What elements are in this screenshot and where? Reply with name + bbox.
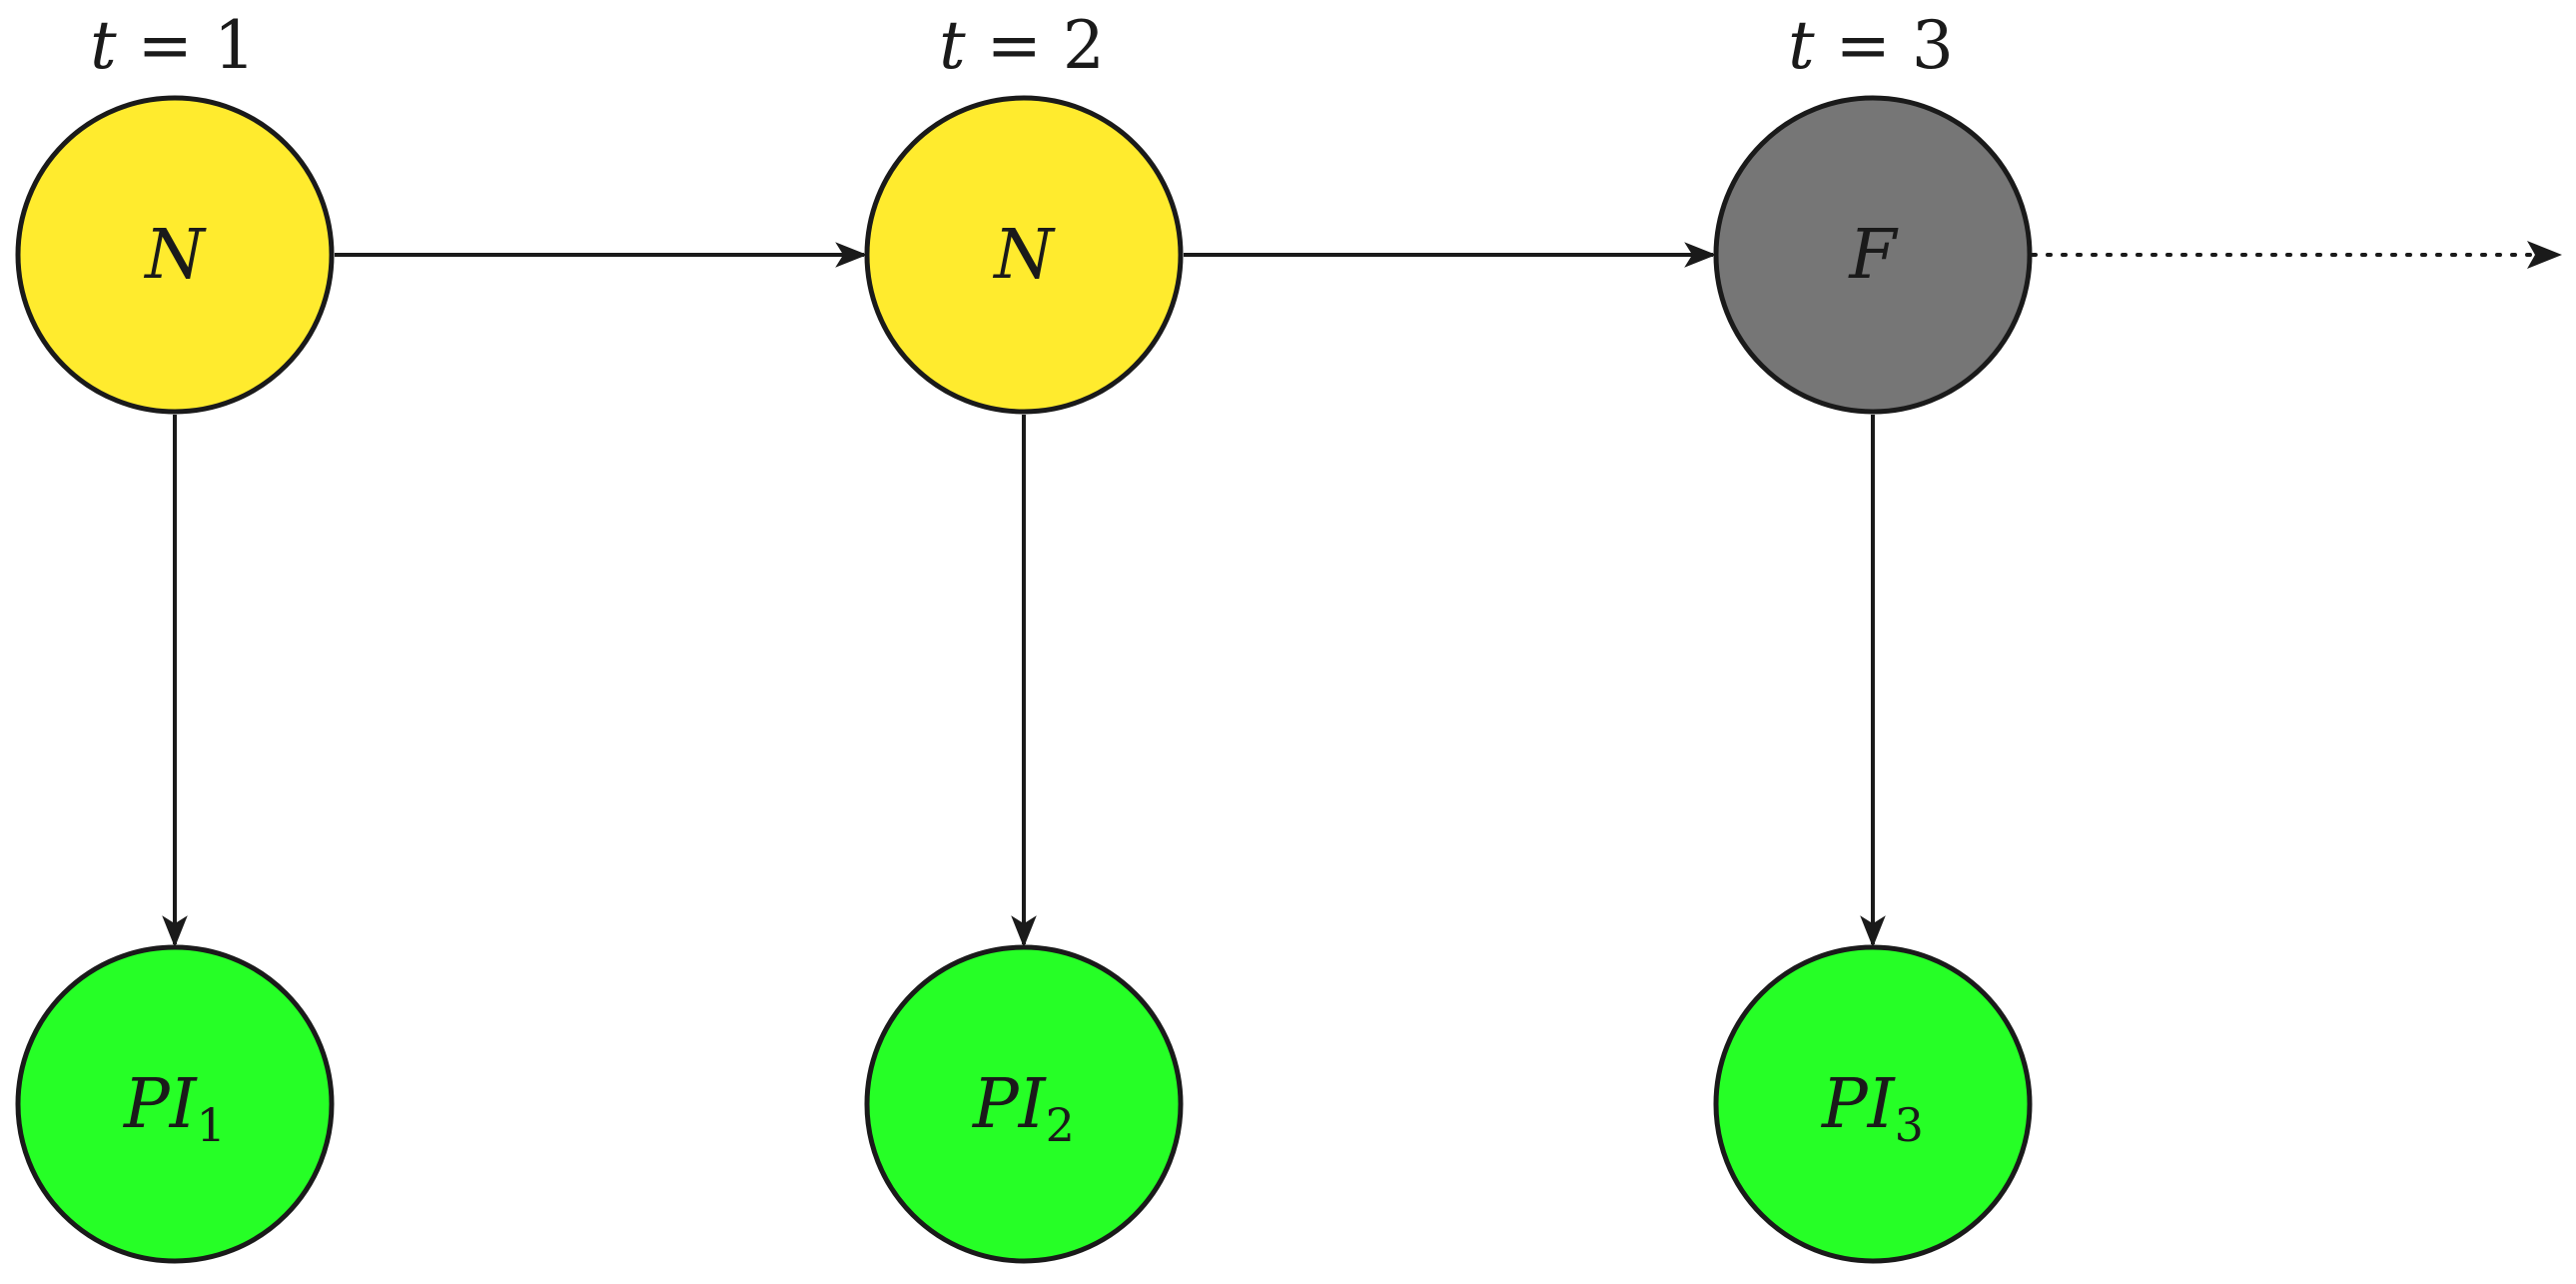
observation-node-1-label: PI1 [122,1065,226,1152]
state-nodes: N N F [15,95,2033,415]
observation-node-1-circle [15,944,335,1264]
observation-node-3-label: PI3 [1820,1065,1924,1152]
state-node-2-circle [864,95,1184,415]
state-node-3: F [1713,95,2033,415]
state-node-3-label: F [1847,216,1899,295]
observation-node-2: PI2 [864,944,1184,1264]
time-label-1: t = 1 [90,7,256,84]
observation-node-2-label: PI2 [971,1065,1075,1152]
state-node-1-circle [15,95,335,415]
observation-node-3: PI3 [1713,944,2033,1264]
observation-node-2-circle [864,944,1184,1264]
state-node-1-label: N [143,216,207,295]
time-label-3: t = 3 [1788,7,1954,84]
observation-nodes: PI1 PI2 PI3 [15,944,2033,1264]
continuation-arrowhead [2527,241,2562,269]
state-node-1: N [15,95,335,415]
observation-node-3-circle [1713,944,2033,1264]
observation-node-1: PI1 [15,944,335,1264]
state-node-2: N [864,95,1184,415]
edges [162,241,2562,948]
time-label-2: t = 2 [939,7,1105,84]
time-labels: t = 1 t = 2 t = 3 [90,7,1954,84]
state-node-2-label: N [992,216,1056,295]
state-node-3-circle [1713,95,2033,415]
